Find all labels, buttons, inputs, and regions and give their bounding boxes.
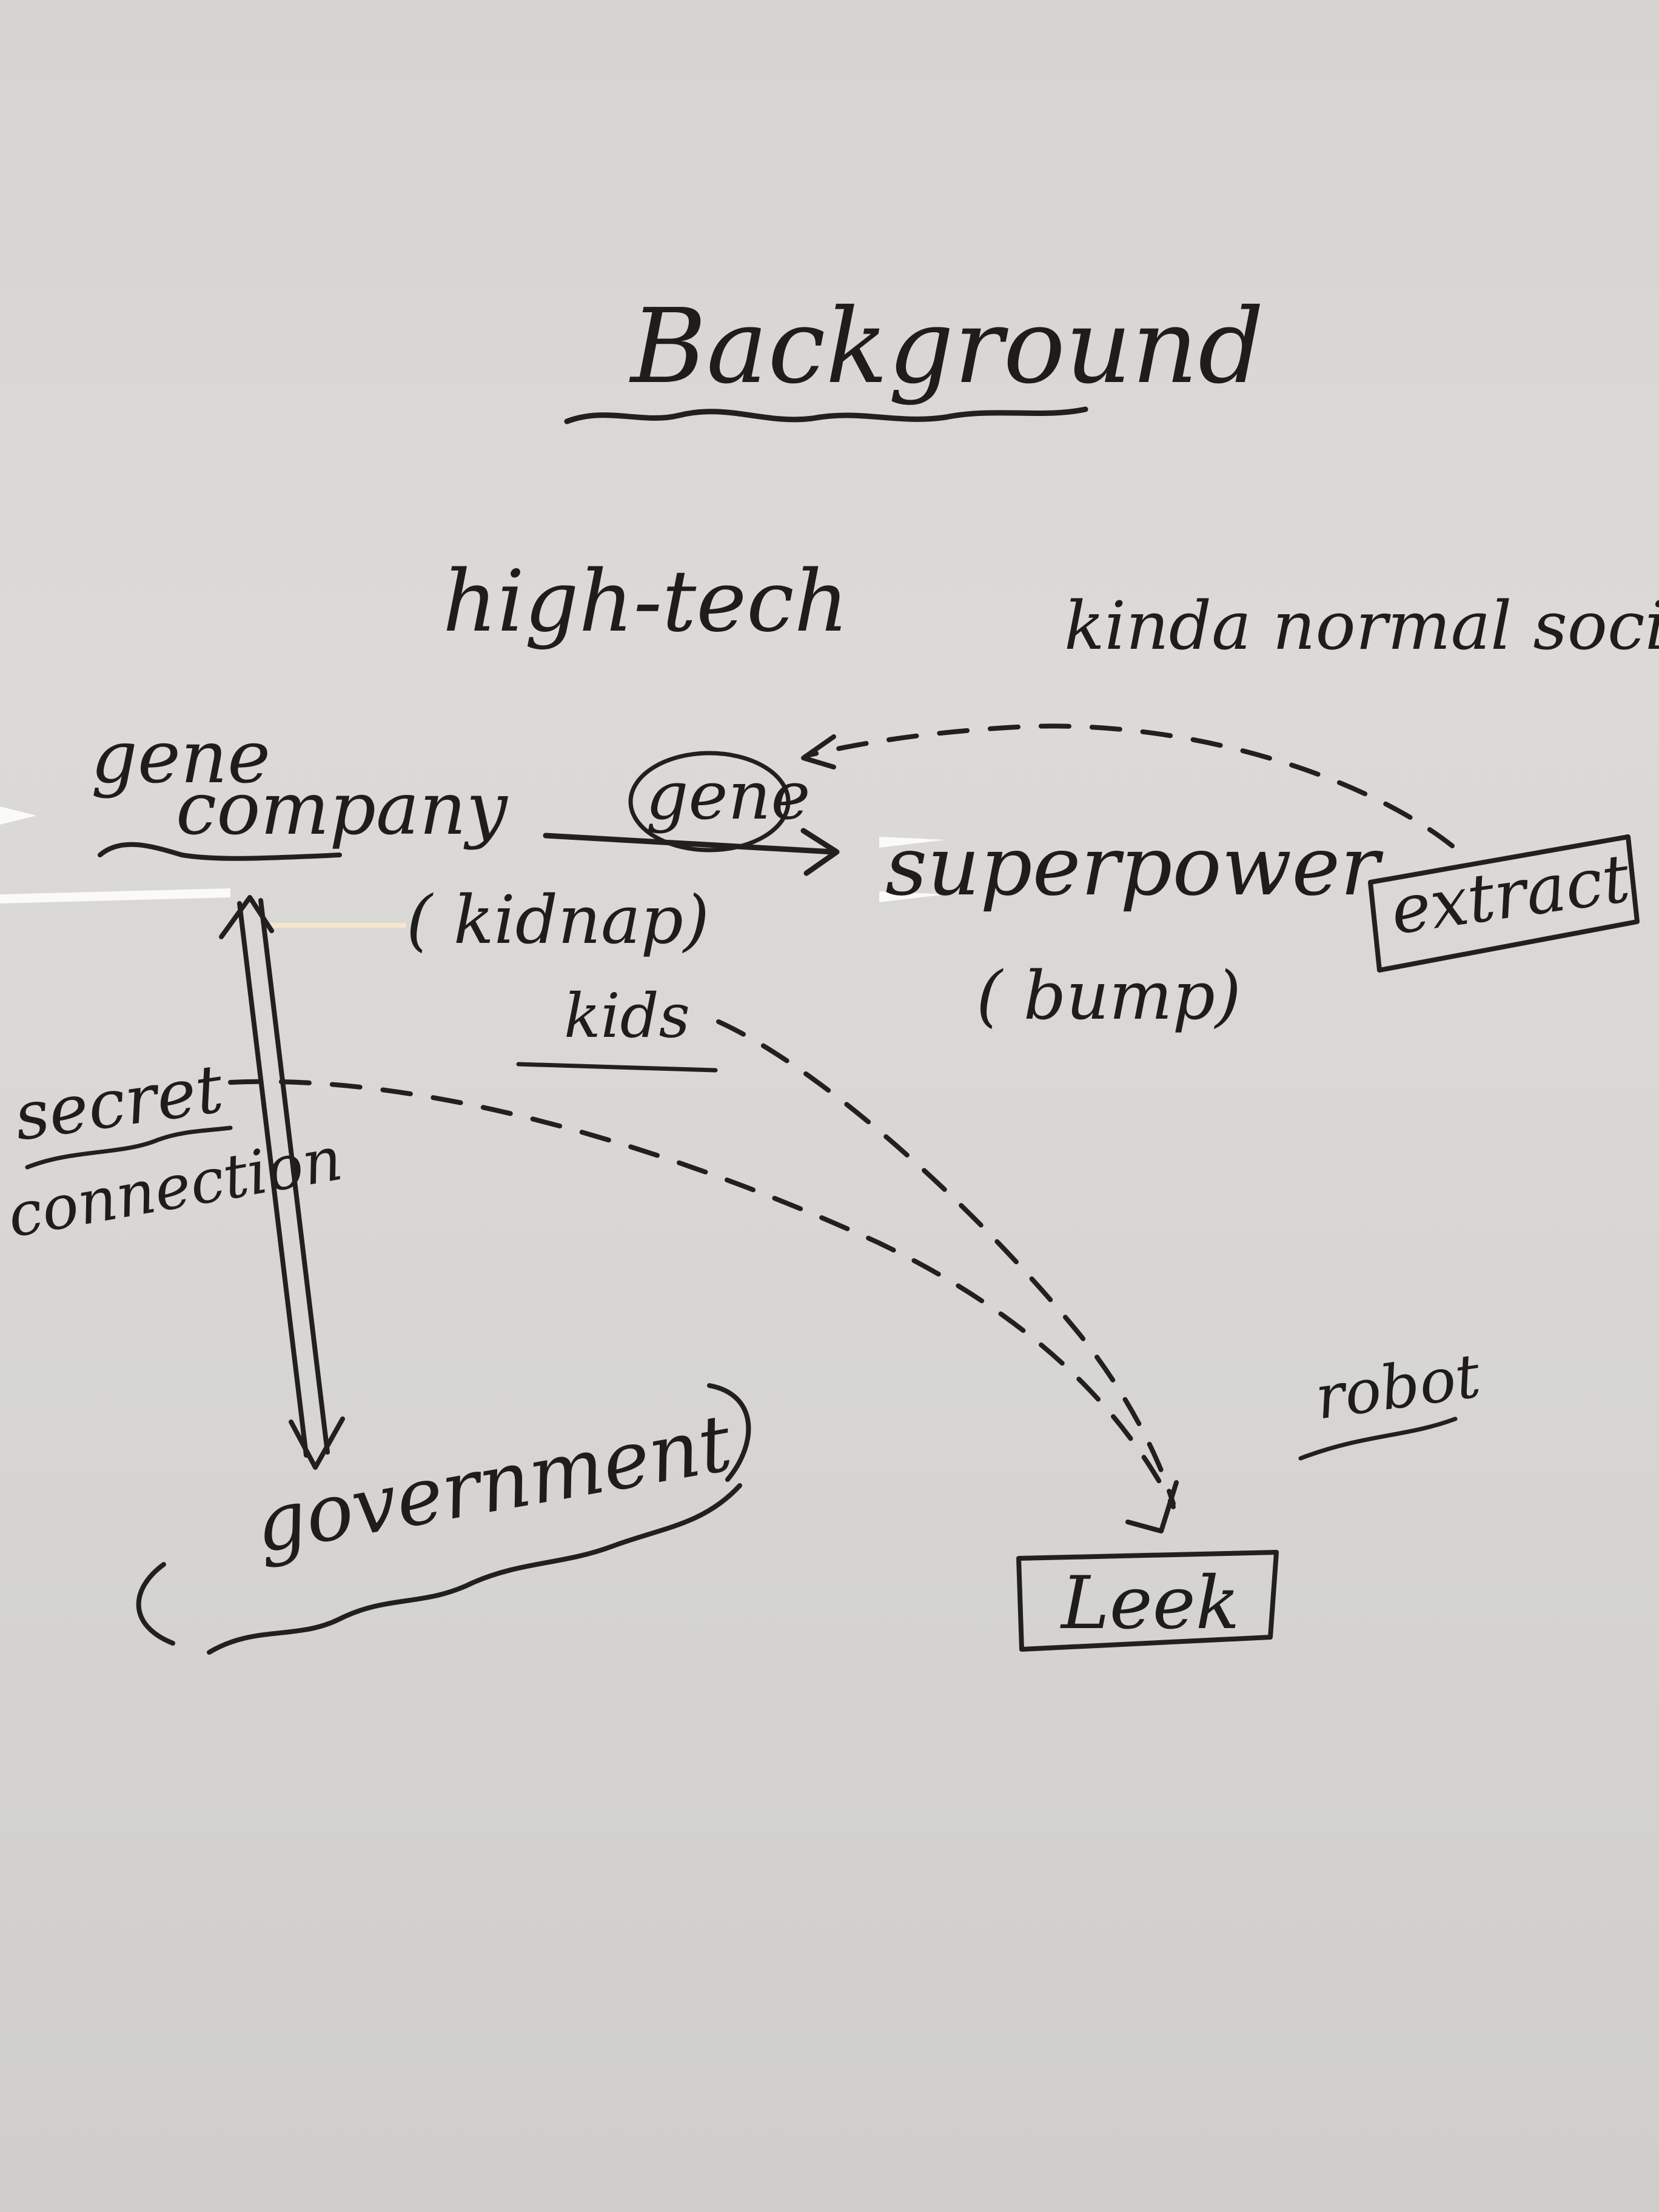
gene-arrow	[543, 833, 837, 855]
robot-label: robot	[1311, 1340, 1485, 1433]
gene-arrow-head	[800, 828, 840, 876]
kids-underline	[516, 1062, 718, 1073]
secret-to-leek-dashed	[228, 1079, 1176, 1509]
kids-to-leek-dashed	[716, 1019, 1176, 1506]
leek-arrowhead	[1125, 1480, 1179, 1533]
secret-label: secret	[10, 1050, 228, 1156]
leek-label: Leek	[1060, 1561, 1239, 1646]
government-paren-left	[136, 1562, 175, 1646]
kidnap-label: ( kidnap)	[406, 881, 709, 959]
kids-label: kids	[564, 980, 690, 1051]
robot-underline	[1298, 1416, 1458, 1461]
title-underline	[564, 406, 1088, 424]
bump-label: ( bump)	[976, 957, 1241, 1034]
society-label: kinda normal society	[1064, 587, 1659, 665]
diagram-title: Background	[629, 287, 1264, 407]
superpower-label: superpower	[885, 819, 1384, 914]
company-government-arrow	[219, 895, 345, 1470]
extract-to-gene-dashed	[807, 723, 1455, 848]
government-underline	[207, 1483, 742, 1655]
government-paren-right	[707, 1383, 751, 1482]
high-tech-label: high-tech	[443, 552, 849, 651]
gene-company-underline	[98, 842, 342, 861]
gene-label: gene	[646, 757, 810, 834]
extract-to-gene-arrowhead	[801, 734, 836, 769]
glare-reflections	[0, 806, 946, 928]
extract-box: extract	[1368, 834, 1640, 973]
extract-label: extract	[1386, 839, 1635, 950]
secret-underline	[25, 1125, 233, 1170]
gene-company-label-line1: gene	[91, 716, 270, 800]
leek-box: Leek	[1016, 1550, 1279, 1652]
gene-company-label-line2: company	[176, 767, 509, 851]
gene-circle	[628, 751, 791, 853]
